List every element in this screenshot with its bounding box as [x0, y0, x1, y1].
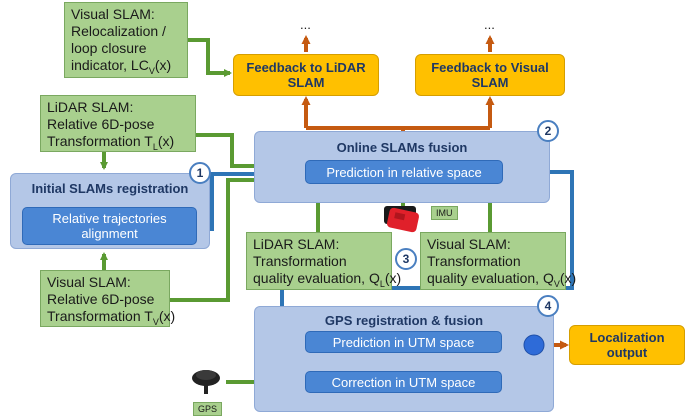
text-fragment: (x) — [384, 270, 402, 286]
text-line: Visual SLAM: — [71, 6, 155, 22]
lidar-slam-relative-box: LiDAR SLAM: Relative 6D-pose Transformat… — [40, 95, 196, 152]
text-line: Visual SLAM: — [47, 274, 131, 290]
text-fragment: quality evaluation, Q — [253, 270, 380, 286]
text-fragment: indicator, LC — [71, 57, 149, 73]
text-line: Transformation TV(x) — [47, 308, 175, 331]
panel-title: Online SLAMs fusion — [336, 140, 468, 155]
text-fragment: (x) — [154, 57, 172, 73]
text-line: LiDAR SLAM: — [47, 99, 134, 115]
text-line: Transformation — [253, 253, 347, 269]
fusion-node-icon — [523, 334, 545, 356]
alignment-label: Relative trajectories alignment — [52, 211, 167, 241]
correction-utm-box: Correction in UTM space — [305, 371, 502, 393]
visual-slam-relative-box: Visual SLAM: Relative 6D-pose Transforma… — [40, 270, 175, 327]
subscript: V — [152, 316, 159, 327]
text-line: Transformation TL(x) — [47, 133, 189, 156]
text-line: LiDAR SLAM: — [253, 236, 340, 252]
feedback-visual-box: Feedback to Visual SLAM — [415, 54, 565, 96]
arrow-reloc-to-feedback-lidar — [188, 38, 232, 77]
text-line: Relocalization / — [71, 23, 166, 39]
subscript: V — [148, 65, 155, 76]
prediction-utm-box: Prediction in UTM space — [305, 331, 502, 353]
text-fragment: (x) — [158, 308, 176, 324]
lidar-quality-box: LiDAR SLAM: Transformation quality evalu… — [246, 232, 401, 293]
step-badge-3: 3 — [395, 248, 417, 270]
feedback-lidar-box: Feedback to LiDAR SLAM — [233, 54, 379, 96]
visual-quality-box: Visual SLAM: Transformation quality eval… — [420, 232, 576, 293]
text-line: indicator, LCV(x) — [71, 57, 181, 80]
text-fragment: quality evaluation, Q — [427, 270, 554, 286]
imu-sensor-icon — [384, 206, 420, 233]
text-line: Visual SLAM: — [427, 236, 511, 252]
localization-output-box: Localization output — [569, 325, 685, 365]
gps-label: GPS — [193, 402, 223, 416]
subscript: L — [152, 141, 158, 152]
panel-title: GPS registration & fusion — [324, 313, 484, 328]
text-fragment: Transformation T — [47, 133, 153, 149]
text-fragment: (x) — [559, 270, 577, 286]
text-line: quality evaluation, QV(x) — [427, 270, 576, 293]
subscript: L — [379, 278, 385, 289]
gps-fusion-panel: GPS registration & fusion — [254, 306, 554, 412]
ellipsis-visual: ... — [484, 17, 495, 32]
text-fragment: Transformation T — [47, 308, 153, 324]
imu-label: IMU — [431, 206, 458, 220]
text-line: Relative 6D-pose — [47, 291, 155, 307]
step-badge-2: 2 — [537, 120, 559, 142]
text-line: loop closure — [71, 40, 147, 56]
text-line: quality evaluation, QL(x) — [253, 270, 401, 293]
prediction-relative-box: Prediction in relative space — [305, 160, 503, 184]
subscript: V — [553, 278, 560, 289]
panel-title: Initial SLAMs registration — [31, 181, 189, 196]
gps-antenna-icon — [192, 370, 220, 394]
text-line: Relative 6D-pose — [47, 116, 155, 132]
text-line: Transformation — [427, 253, 521, 269]
text-fragment: (x) — [157, 133, 175, 149]
step-badge-1: 1 — [189, 162, 211, 184]
ellipsis-lidar: ... — [300, 17, 311, 32]
step-badge-4: 4 — [537, 295, 559, 317]
visual-slam-relocalization-box: Visual SLAM: Relocalization / loop closu… — [64, 2, 188, 78]
relative-alignment-box: Relative trajectories alignment — [22, 207, 197, 245]
